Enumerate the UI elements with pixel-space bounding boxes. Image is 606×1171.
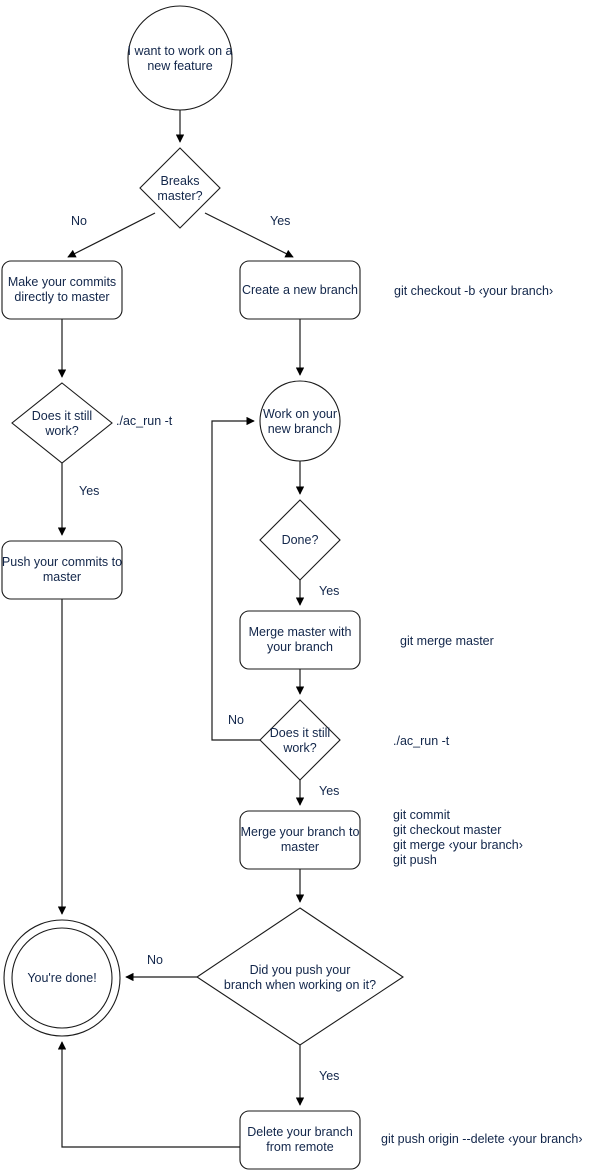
command-create-branch: git checkout -b ‹your branch› (394, 284, 554, 298)
edge-label-breaks-yes: Yes (270, 214, 291, 228)
node-merge-branch-shape (239, 810, 361, 870)
edge-label-right-work-yes: Yes (319, 784, 340, 798)
edge-label-done-yes: Yes (319, 584, 340, 598)
command-left-test: ./ac_run -t (116, 414, 173, 428)
edge-delete-branch-to-done (57, 1041, 240, 1148)
edge-label-left-work-yes: Yes (79, 484, 100, 498)
node-left-still-work-shape (11, 382, 113, 464)
node-breaks-master-shape (139, 147, 221, 229)
node-make-commits-shape (1, 260, 123, 320)
edge-label-breaks-no: No (71, 214, 87, 228)
edge-label-did-push-yes: Yes (319, 1069, 340, 1083)
node-right-still-work-shape (259, 699, 341, 781)
command-merge-branch: git commit git checkout master git merge… (393, 808, 523, 867)
edge-right-test-no-loopback (211, 416, 260, 741)
edge-breaks-master-yes (204, 212, 294, 258)
node-start-shape (127, 5, 233, 111)
node-create-branch-shape (239, 260, 361, 320)
command-right-test: ./ac_run -t (393, 734, 450, 748)
edge-label-right-work-no: No (228, 713, 244, 727)
node-delete-branch-shape (239, 1110, 361, 1170)
node-youre-done-inner-circle (11, 927, 113, 1029)
command-delete-branch: git push origin --delete ‹your branch› (381, 1132, 583, 1146)
command-merge-master: git merge master (400, 634, 494, 648)
node-done-question-shape (259, 499, 341, 581)
node-push-commits-shape (1, 540, 123, 600)
node-work-branch-shape (259, 380, 341, 462)
edge-breaks-master-no (67, 212, 156, 258)
node-merge-master-shape (239, 610, 361, 670)
node-did-push-shape (196, 907, 404, 1046)
edge-label-did-push-no: No (147, 953, 163, 967)
